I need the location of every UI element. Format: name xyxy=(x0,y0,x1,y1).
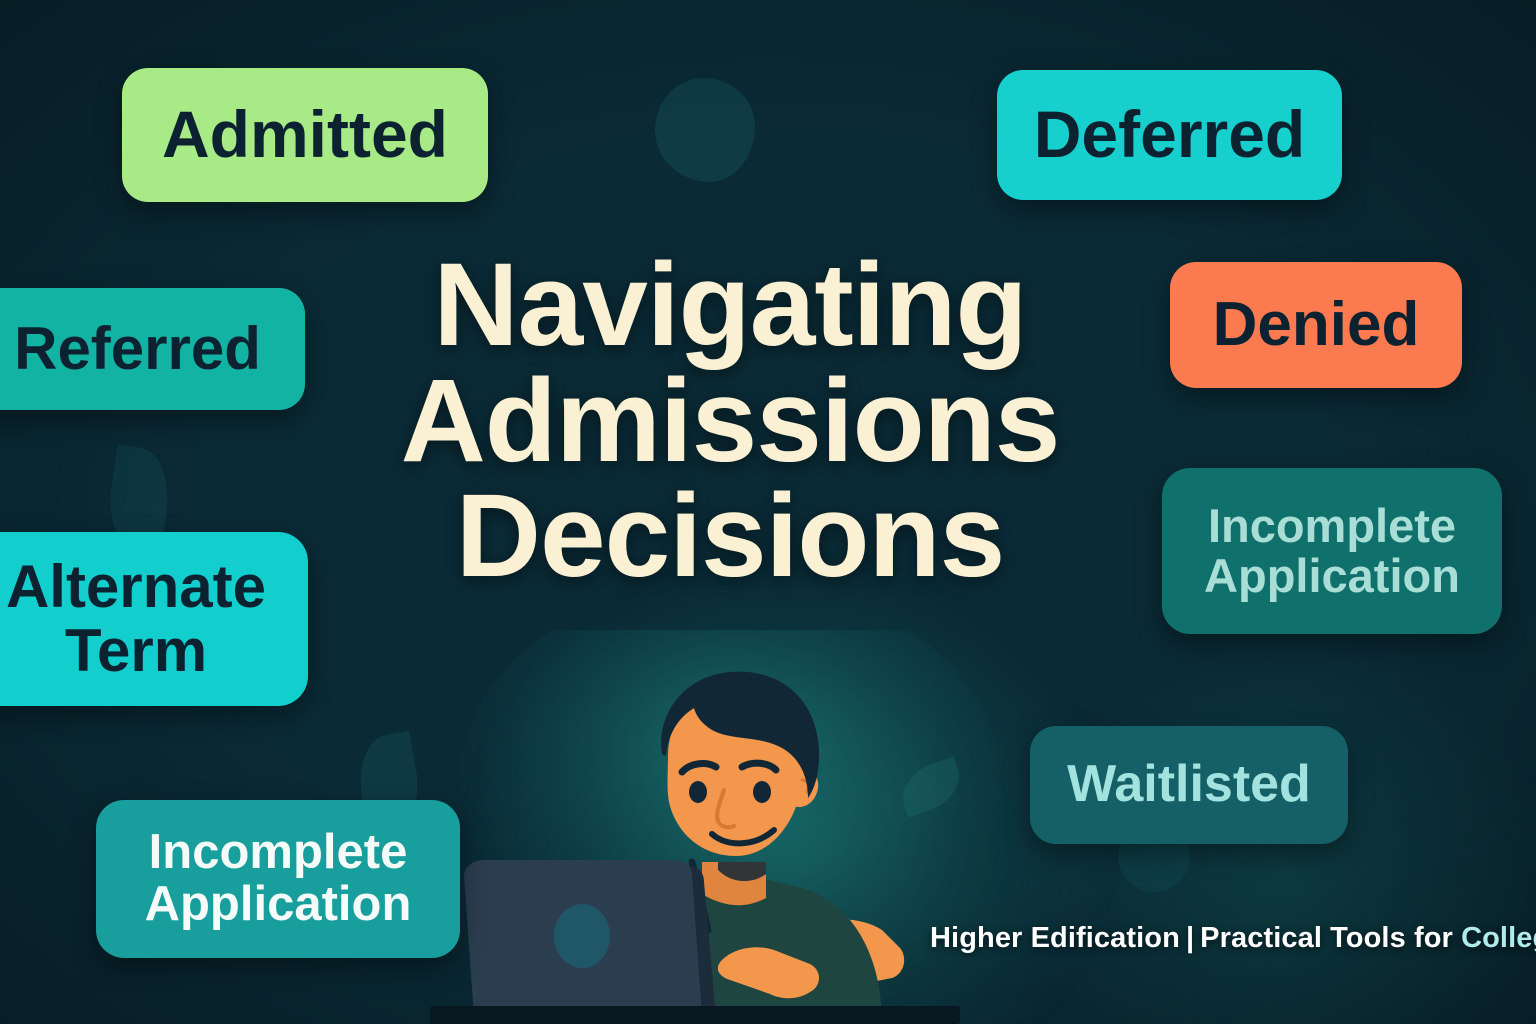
status-badge-admitted-label: Admitted xyxy=(162,97,448,172)
page-title-line-2: Admissions xyxy=(400,354,1061,487)
page-title: Navigating Admissions Decisions xyxy=(330,239,1130,603)
status-badge-denied[interactable]: Denied xyxy=(1170,262,1462,388)
status-badge-incomplete-application-right[interactable]: Incomplete Application xyxy=(1162,468,1502,634)
brand-footer: Higher Edification|Practical Tools for C… xyxy=(930,922,1536,955)
page-title-line-1: Navigating xyxy=(433,239,1027,371)
brand-tagline: Practical Tools for xyxy=(1200,922,1462,954)
status-badge-alternate-term-line-1: Alternate xyxy=(5,553,267,621)
status-badge-incomplete-application-left[interactable]: Incomplete Application xyxy=(96,800,460,958)
status-badge-incomplete-left-line-1: Incomplete xyxy=(148,825,408,880)
status-badge-admitted[interactable]: Admitted xyxy=(122,68,488,202)
status-badge-alternate-term[interactable]: Alternate Term xyxy=(0,532,308,706)
desk-surface xyxy=(430,1006,960,1024)
status-badge-waitlisted[interactable]: Waitlisted xyxy=(1030,726,1348,844)
status-badge-waitlisted-label: Waitlisted xyxy=(1067,755,1311,814)
brand-tagline-accent: College xyxy=(1461,922,1536,954)
page-title-line-3: Decisions xyxy=(455,470,1005,603)
status-badge-incomplete-right-line-2: Application xyxy=(1204,549,1460,602)
brand-separator: | xyxy=(1185,922,1195,954)
status-badge-referred-label: Referred xyxy=(14,315,261,383)
status-badge-referred[interactable]: Referred xyxy=(0,288,305,410)
status-badge-deferred-label: Deferred xyxy=(1033,97,1306,172)
status-badge-alternate-term-line-2: Term xyxy=(64,617,208,684)
status-badge-incomplete-left-line-2: Application xyxy=(144,877,412,931)
brand-name: Higher Edification xyxy=(930,922,1180,954)
student-at-laptop-illustration xyxy=(430,630,1030,1024)
status-badge-incomplete-right-line-1: Incomplete xyxy=(1207,499,1457,553)
status-badge-deferred[interactable]: Deferred xyxy=(997,70,1342,200)
status-badge-denied-label: Denied xyxy=(1212,290,1420,360)
